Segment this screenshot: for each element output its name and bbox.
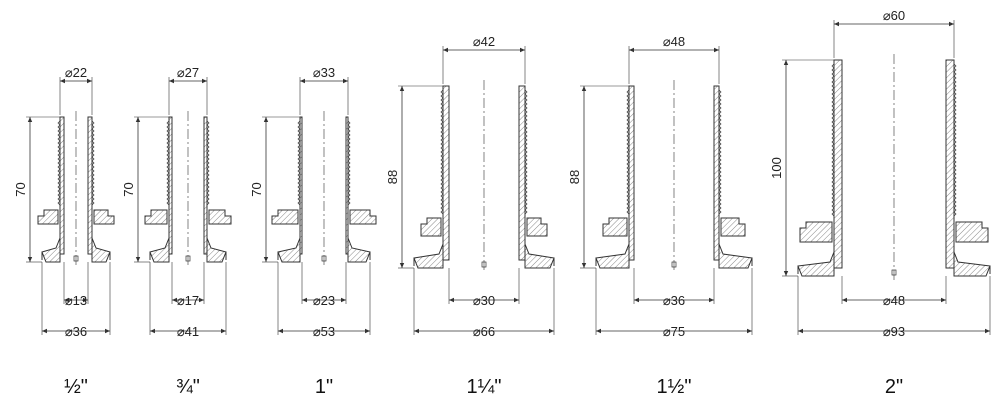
thread-left: [440, 89, 444, 215]
pipe-wall-right: [518, 85, 526, 261]
dim-top-diameter: ⌀27: [177, 65, 199, 80]
nut-left: [420, 217, 442, 237]
pipe-wall-left: [628, 85, 635, 261]
drain-notch: [73, 255, 79, 262]
thread-right: [347, 120, 351, 206]
flange-left: [595, 243, 630, 269]
fitting-5: ⌀48 88 ⌀36 ⌀75 1½": [567, 34, 753, 398]
flange-left: [149, 237, 170, 263]
nut-right: [526, 217, 548, 237]
thread-right: [953, 63, 957, 217]
dim-top-diameter: ⌀22: [65, 65, 87, 80]
dim-flange-diameter: ⌀53: [313, 324, 335, 339]
dim-inner-diameter: ⌀23: [313, 293, 335, 308]
dim-height: 70: [13, 182, 28, 196]
thread-right: [206, 120, 210, 206]
flange-right: [718, 243, 753, 269]
fitting-6: ⌀60 100 ⌀48 ⌀93 2": [769, 8, 991, 398]
flange-right: [206, 237, 227, 263]
dim-height: 70: [121, 182, 136, 196]
dim-inner-diameter: ⌀30: [473, 293, 495, 308]
pipe-wall-right: [713, 85, 720, 261]
pipe-wall-left: [442, 85, 450, 261]
size-label: ¾": [176, 376, 200, 398]
size-label: 2": [885, 376, 903, 398]
thread-left: [831, 63, 835, 217]
dim-height: 88: [385, 170, 400, 184]
nut-right: [720, 217, 746, 237]
nut-right: [93, 209, 115, 225]
dim-inner-diameter: ⌀48: [883, 293, 905, 308]
size-label: 1¼": [467, 376, 502, 398]
thread-right: [91, 120, 95, 206]
thread-right: [718, 89, 722, 215]
thread-left: [57, 120, 61, 206]
dim-inner-diameter: ⌀13: [65, 293, 87, 308]
dim-top-diameter: ⌀48: [663, 34, 685, 49]
drain-notch: [185, 255, 191, 262]
nut-right: [349, 209, 377, 225]
dim-flange-diameter: ⌀75: [663, 324, 685, 339]
nut-left: [271, 209, 299, 225]
fitting-3: ⌀33 70 ⌀23 ⌀53 1": [249, 65, 377, 398]
dim-top-diameter: ⌀33: [313, 65, 335, 80]
thread-left: [297, 120, 301, 206]
dim-inner-diameter: ⌀36: [663, 293, 685, 308]
dim-flange-diameter: ⌀41: [177, 324, 199, 339]
dim-top-diameter: ⌀60: [883, 8, 905, 23]
thread-right: [524, 89, 528, 215]
flange-left: [413, 243, 444, 269]
dim-height: 88: [567, 170, 582, 184]
nut-left: [144, 209, 168, 225]
drain-notch: [671, 261, 677, 268]
nut-right: [208, 209, 232, 225]
flange-right: [347, 237, 371, 263]
pipe-wall-right: [945, 59, 955, 269]
thread-left: [626, 89, 630, 215]
nut-left: [602, 217, 628, 237]
fitting-1: ⌀22 70 ⌀13 ⌀36 ½": [13, 65, 115, 398]
pipe-wall-left: [59, 116, 65, 255]
drain-notch: [481, 261, 487, 268]
flange-right: [524, 243, 555, 269]
dim-flange-diameter: ⌀66: [473, 324, 495, 339]
drain-notch: [321, 255, 327, 262]
pipe-wall-right: [87, 116, 93, 255]
flange-left: [277, 237, 301, 263]
drain-notch: [891, 269, 897, 276]
size-label: 1½": [657, 376, 692, 398]
dim-height: 70: [249, 182, 264, 196]
fitting-4: ⌀42 88 ⌀30 ⌀66 1¼": [385, 34, 555, 398]
fitting-2: ⌀27 70 ⌀17 ⌀41 ¾": [121, 65, 232, 398]
dim-top-diameter: ⌀42: [473, 34, 495, 49]
dim-height: 100: [769, 157, 784, 179]
flange-left: [797, 251, 835, 277]
dim-inner-diameter: ⌀17: [177, 293, 199, 308]
dim-flange-diameter: ⌀36: [65, 324, 87, 339]
pipe-wall-left: [833, 59, 843, 269]
nut-left: [37, 209, 59, 225]
size-label: ½": [64, 376, 88, 398]
nut-right: [955, 221, 989, 243]
flange-right: [953, 251, 991, 277]
flange-right: [91, 237, 111, 263]
flange-left: [41, 237, 61, 263]
dim-flange-diameter: ⌀93: [883, 324, 905, 339]
thread-left: [166, 120, 170, 206]
nut-left: [799, 221, 833, 243]
size-label: 1": [315, 376, 333, 398]
